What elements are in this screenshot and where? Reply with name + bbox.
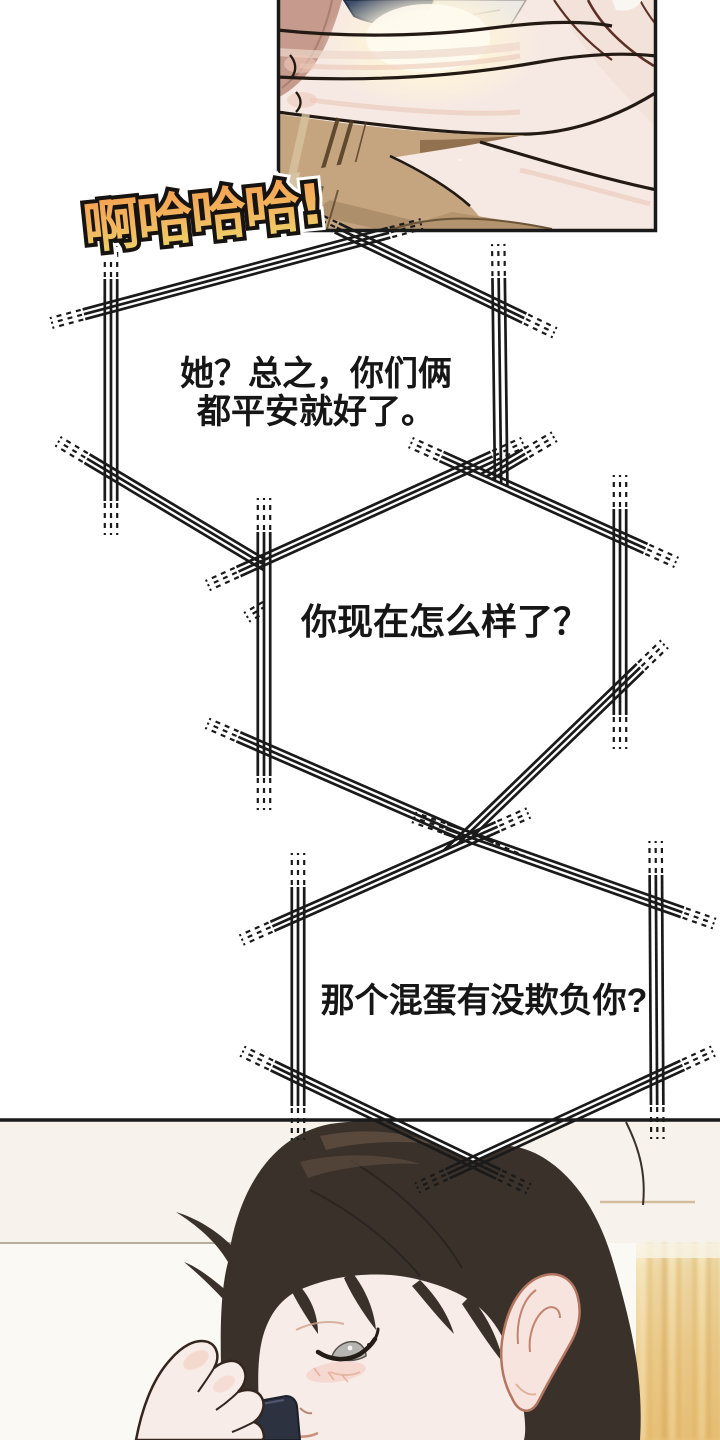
- speech-bubble-2-text: 你现在怎么样了？: [294, 601, 596, 643]
- top-panel-border: [276, 0, 658, 233]
- speech-bubble-2: [204, 436, 680, 884]
- top-panel: [276, 0, 658, 233]
- face: [258, 1131, 526, 1440]
- speech-bubble-1-text: 她？总之，你们俩 都平安就好了。: [166, 355, 466, 431]
- hair-strand: [625, 1121, 645, 1206]
- hand: [134, 1339, 266, 1440]
- hand-fingers: [277, 20, 657, 136]
- mole: [367, 1343, 371, 1347]
- bubble1-line2: 都平安就好了。: [197, 393, 435, 431]
- blush: [306, 1361, 366, 1383]
- speech-bubble-lower: [238, 807, 717, 1195]
- speech-bubble-3: [238, 807, 717, 1195]
- bubble2-line1: 你现在怎么样了？: [300, 601, 589, 642]
- bottom-panel: [0, 1120, 720, 1440]
- bubble1-line1: 她？总之，你们俩: [180, 355, 452, 393]
- bubble3-line1: 那个混蛋有没欺负你?: [320, 982, 648, 1020]
- speech-bubble-3-text: 那个混蛋有没欺负你?: [310, 980, 658, 1022]
- curtain: [636, 1244, 720, 1440]
- speech-bubbles-upper: [49, 207, 680, 884]
- ear: [499, 1273, 581, 1412]
- eye: [295, 1321, 380, 1376]
- nose: [299, 1407, 313, 1415]
